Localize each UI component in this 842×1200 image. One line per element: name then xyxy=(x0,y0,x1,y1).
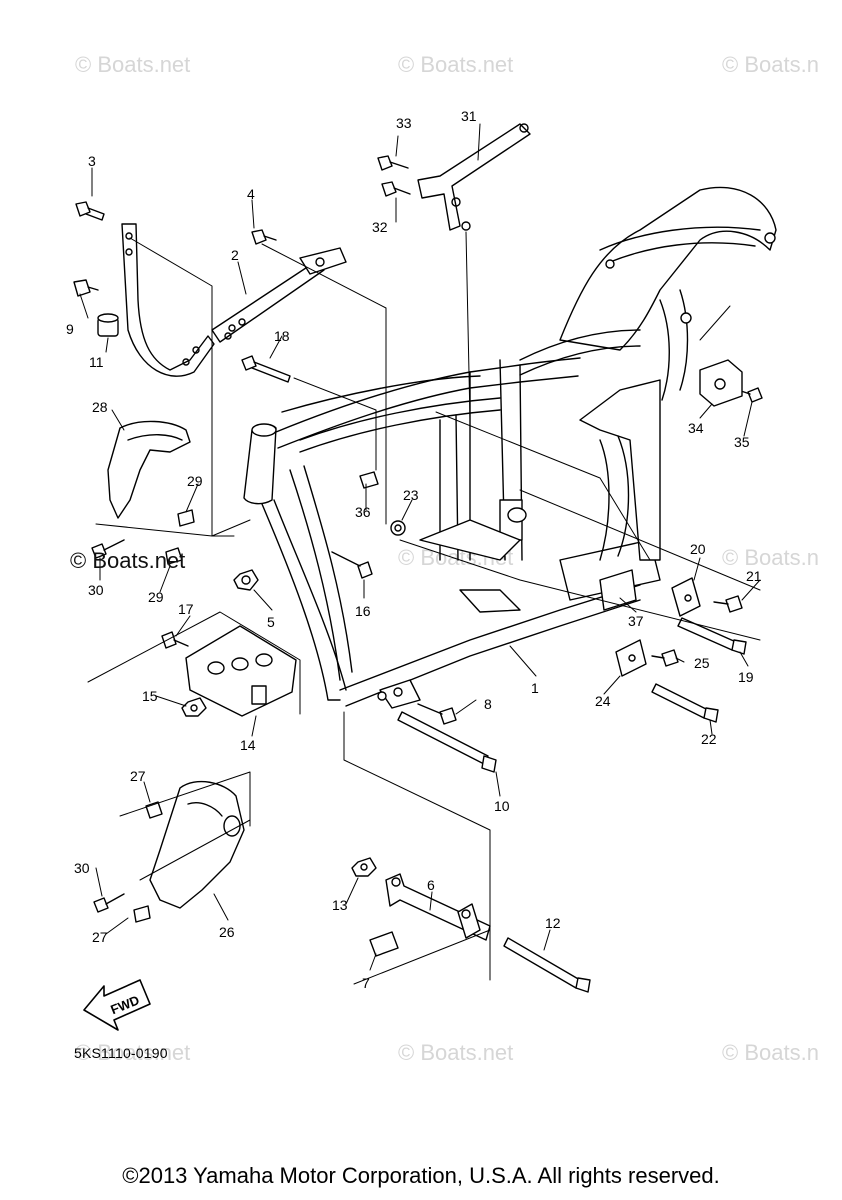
main-frame xyxy=(243,186,777,709)
callout-9: 9 xyxy=(66,321,74,337)
callout-7: 7 xyxy=(362,975,370,991)
bolt-22 xyxy=(651,683,719,723)
bolt-10 xyxy=(397,711,497,773)
callout-21: 21 xyxy=(746,568,762,584)
damper-34 xyxy=(699,359,743,407)
bolt-3 xyxy=(75,201,105,221)
callout-34: 34 xyxy=(688,420,704,436)
callout-2: 2 xyxy=(231,247,239,263)
label-29b xyxy=(165,547,183,565)
callout-37: 37 xyxy=(628,613,644,629)
callout-1: 1 xyxy=(531,680,539,696)
callout-3: 3 xyxy=(88,153,96,169)
nut-13 xyxy=(351,857,377,877)
nut-5 xyxy=(233,569,259,591)
bolt-8 xyxy=(417,703,457,725)
callout-29a: 29 xyxy=(187,473,203,489)
copyright-text: ©2013 Yamaha Motor Corporation, U.S.A. A… xyxy=(122,1163,720,1188)
collar-11 xyxy=(97,313,119,337)
label-29a xyxy=(177,509,195,527)
callout-20: 20 xyxy=(690,541,706,557)
bolt-12 xyxy=(503,937,591,993)
watermark: © Boats.net xyxy=(75,1040,191,1065)
callout-36: 36 xyxy=(355,504,371,520)
bolt-21 xyxy=(713,595,743,613)
bolt-16 xyxy=(331,551,373,579)
crash-bar xyxy=(121,223,215,377)
callout-8: 8 xyxy=(484,696,492,712)
watermark: © Boats.net xyxy=(398,1040,514,1065)
watermark: © Boats.n xyxy=(722,52,819,77)
callout-10: 10 xyxy=(494,798,510,814)
watermark: © Boats.n xyxy=(722,1040,819,1065)
callout-24: 24 xyxy=(595,693,611,709)
upper-bracket-31 xyxy=(417,123,531,231)
callout-22: 22 xyxy=(701,731,717,747)
clip-7 xyxy=(369,931,399,957)
callout-23: 23 xyxy=(403,487,419,503)
callout-30b: 30 xyxy=(74,860,90,876)
callout-29b: 29 xyxy=(148,589,164,605)
bolt-4 xyxy=(251,229,277,245)
stay-6 xyxy=(385,873,491,941)
callout-28: 28 xyxy=(92,399,108,415)
callout-17: 17 xyxy=(178,601,194,617)
cover-26 xyxy=(149,780,245,909)
callout-26: 26 xyxy=(219,924,235,940)
label-36 xyxy=(359,471,379,489)
nut-15 xyxy=(181,697,207,717)
callout-18: 18 xyxy=(274,328,290,344)
diagram-code: 5KS1110-0190 xyxy=(74,1045,168,1061)
callout-25: 25 xyxy=(694,655,710,671)
cover-28 xyxy=(107,420,191,519)
callout-31: 31 xyxy=(461,108,477,124)
callout-15: 15 xyxy=(142,688,158,704)
callout-numbers: 1 2 3 4 5 6 7 8 9 10 11 12 13 14 15 16 1… xyxy=(66,108,762,991)
plate-24 xyxy=(615,639,647,677)
plate-20 xyxy=(671,577,701,617)
callout-30a: 30 xyxy=(88,582,104,598)
label-37 xyxy=(599,569,637,611)
bolt-17 xyxy=(161,631,189,649)
engine-bracket-14 xyxy=(185,625,297,717)
callout-11: 11 xyxy=(89,354,104,370)
callout-12: 12 xyxy=(545,915,561,931)
callout-33: 33 xyxy=(396,115,412,131)
callout-27a: 27 xyxy=(130,768,146,784)
callout-ticks xyxy=(79,123,761,971)
callout-6: 6 xyxy=(427,877,435,893)
callout-16: 16 xyxy=(355,603,371,619)
callout-4: 4 xyxy=(247,186,255,202)
front-stay-bar xyxy=(211,247,347,343)
callout-35: 35 xyxy=(734,434,750,450)
watermark: © Boats.net xyxy=(398,52,514,77)
bolt-30a xyxy=(91,539,125,559)
bolt-25 xyxy=(651,649,679,667)
watermark: © Boats.n xyxy=(722,545,819,570)
label-27b xyxy=(133,905,151,923)
watermark-overlay: © Boats.net xyxy=(70,548,186,573)
bolt-18 xyxy=(241,355,291,383)
callout-5: 5 xyxy=(267,614,275,630)
bolt-9 xyxy=(73,279,99,297)
callout-14: 14 xyxy=(240,737,256,753)
callout-32: 32 xyxy=(372,219,388,235)
callout-19: 19 xyxy=(738,669,754,685)
leader-lines xyxy=(87,231,761,985)
callout-27b: 27 xyxy=(92,929,108,945)
fwd-arrow-icon: FWD xyxy=(83,979,151,1031)
callout-13: 13 xyxy=(332,897,348,913)
bolt-32 xyxy=(381,181,411,197)
bolt-19 xyxy=(677,617,747,655)
watermark: © Boats.net xyxy=(75,52,191,77)
bolt-33 xyxy=(377,155,409,171)
bolt-30b xyxy=(93,893,125,913)
washer-23 xyxy=(390,520,406,536)
